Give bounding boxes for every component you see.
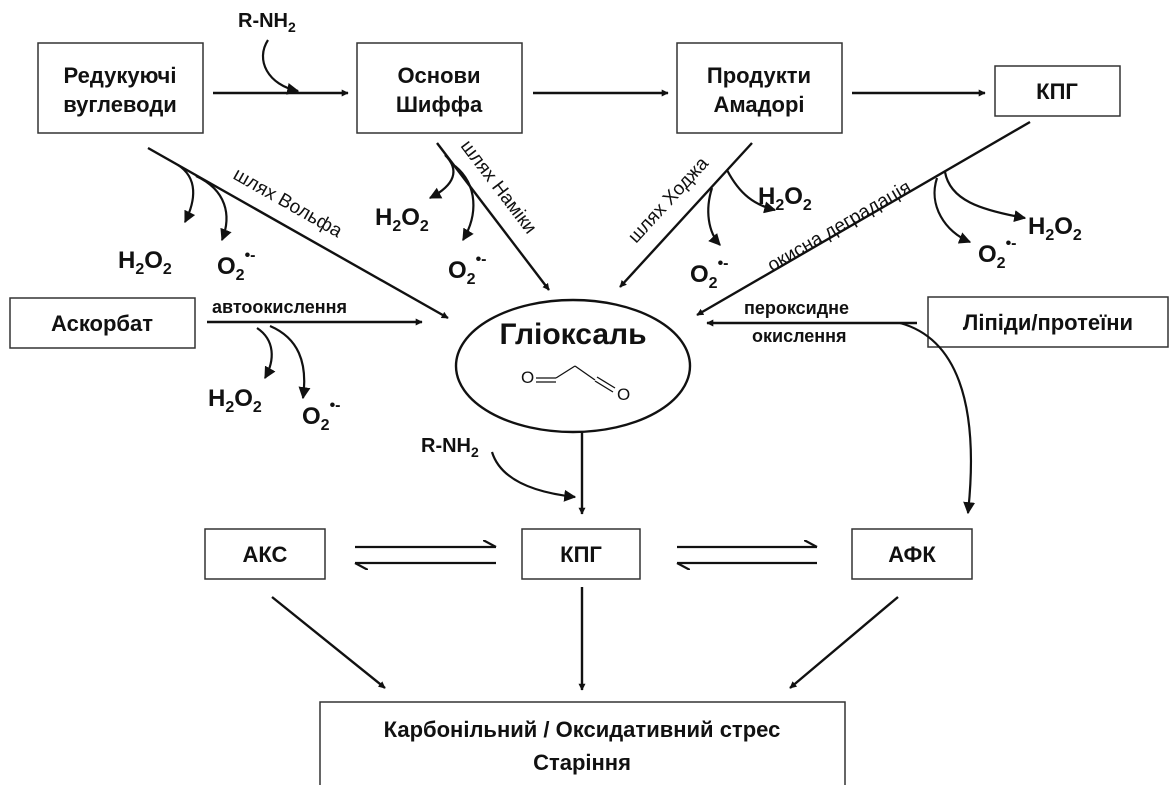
node-aks-label: АКС: [243, 542, 288, 567]
node-amadori-products-line2: Амадорі: [713, 92, 804, 117]
node-kpg-top-label: КПГ: [1036, 79, 1078, 104]
arrow-afk-to-stress: [789, 596, 899, 689]
curve-oxdeg-o2: [933, 177, 972, 244]
label-o2-ascorbate: O2•-: [302, 397, 341, 434]
node-stress: Карбонільний / Оксидативний стрес Старін…: [319, 701, 846, 785]
node-lipids-proteins-label: Ліпіди/протеїни: [963, 310, 1133, 335]
arrow-oxidative-degradation: [696, 120, 1031, 317]
node-afk-label: АФК: [888, 542, 936, 567]
node-glyoxal: Гліоксаль O O: [454, 298, 692, 434]
node-kpg-mid-label: КПГ: [560, 542, 602, 567]
node-lipids-proteins: Ліпіди/протеїни: [927, 296, 1169, 348]
label-o2-wolf: O2•-: [217, 247, 256, 284]
arrow-hodge-pathway: [619, 142, 753, 288]
label-o2-oxdeg: O2•-: [978, 235, 1017, 272]
node-stress-line1: Карбонільний / Оксидативний стрес: [384, 717, 781, 742]
curve-hodge-o2: [707, 187, 721, 246]
label-o2-namiki: O2•-: [448, 251, 487, 288]
node-kpg-mid: КПГ: [521, 528, 641, 580]
node-schiff-bases-line2: Шиффа: [396, 92, 483, 117]
label-h2o2-namiki: H2O2: [375, 204, 429, 235]
node-glyoxal-label: Гліоксаль: [499, 318, 646, 351]
label-o2-hodge: O2•-: [690, 255, 729, 292]
node-afk: АФК: [851, 528, 973, 580]
node-kpg-top: КПГ: [994, 65, 1121, 117]
curve-oxdeg-h2o2: [943, 171, 1027, 223]
label-autooxidation: автоокислення: [212, 297, 347, 317]
curve-wolf-o2: [195, 175, 232, 242]
curve-ascorbate-o2: [269, 324, 311, 400]
node-schiff-bases-line1: Основи: [397, 63, 480, 88]
node-reducing-sugars-line2: вуглеводи: [63, 92, 177, 117]
arrow-aks-to-stress: [271, 596, 386, 689]
node-stress-line2: Старіння: [533, 750, 631, 775]
curve-hodge-h2o2: [726, 169, 777, 214]
label-h2o2-ascorbate: H2O2: [208, 385, 262, 416]
node-reducing-sugars-line1: Редукуючі: [64, 63, 177, 88]
node-aks: АКС: [204, 528, 326, 580]
label-peroxidation-line2: окислення: [752, 326, 847, 346]
node-schiff-bases: Основи Шиффа: [356, 42, 523, 134]
label-peroxidation-line1: пероксидне: [744, 298, 849, 318]
node-reducing-sugars: Редукуючі вуглеводи: [37, 42, 204, 134]
curve-peroxidation-to-afk: [899, 321, 976, 515]
label-h2o2-oxdeg: H2O2: [1028, 213, 1082, 244]
curve-ascorbate-h2o2: [256, 327, 276, 380]
curve-wolf-h2o2: [177, 164, 196, 224]
node-ascorbate: Аскорбат: [9, 297, 196, 349]
node-amadori-products-line1: Продукти: [707, 63, 811, 88]
curve-r-nh2-middle: [490, 451, 577, 502]
glyoxal-atom-left: O: [521, 368, 534, 387]
reagent-r-nh2-top: R-NH2: [238, 10, 296, 35]
reagent-r-nh2-middle: R-NH2: [421, 435, 479, 460]
curve-namiki-h2o2: [428, 154, 455, 199]
label-h2o2-hodge: H2O2: [758, 183, 812, 214]
curve-namiki-o2: [454, 165, 475, 242]
curve-r-nh2-top: [261, 39, 300, 95]
node-amadori-products: Продукти Амадорі: [676, 42, 843, 134]
glyoxal-structure: O O: [521, 365, 630, 404]
glyoxal-atom-right: O: [617, 385, 630, 404]
node-ascorbate-label: Аскорбат: [51, 311, 153, 336]
arrow-wolf-pathway: [147, 146, 449, 320]
label-h2o2-wolf: H2O2: [118, 247, 172, 278]
